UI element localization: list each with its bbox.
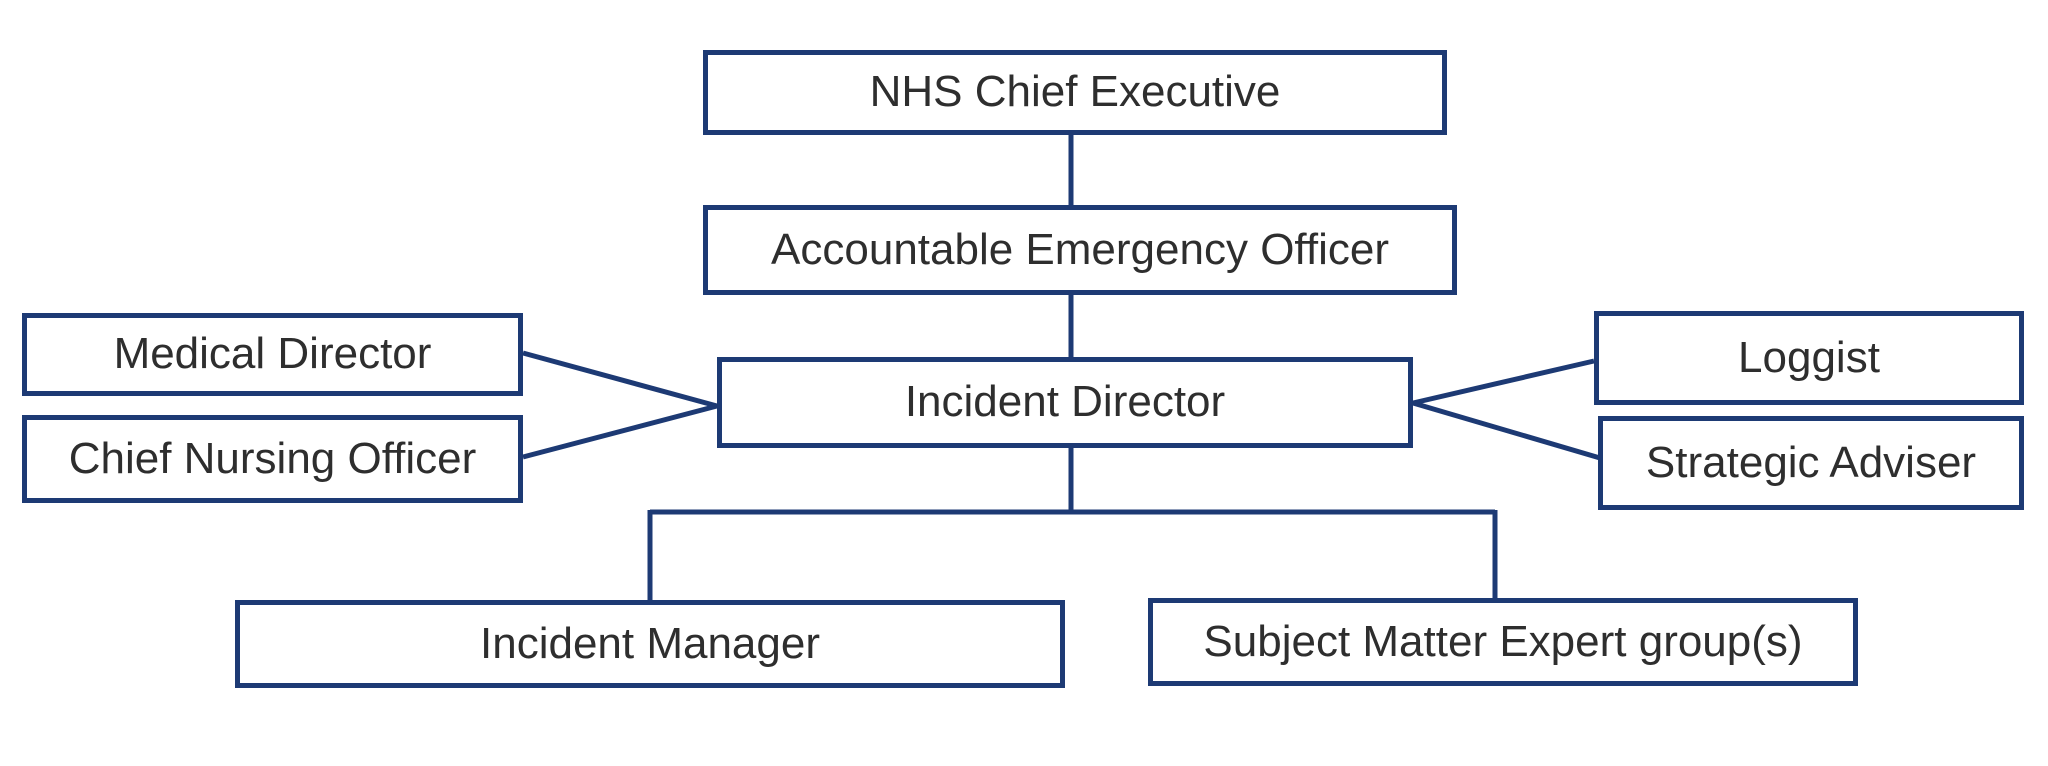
node-incident-director: Incident Director [717, 357, 1413, 448]
node-strategic-adviser-label: Strategic Adviser [1645, 437, 1977, 487]
node-loggist-label: Loggist [1738, 332, 1880, 382]
node-nhs-chief-executive-label: NHS Chief Executive [869, 67, 1281, 117]
connector-medical-director-diagonal [522, 350, 718, 409]
node-strategic-adviser: Strategic Adviser [1598, 416, 2024, 510]
node-nhs-chief-executive: NHS Chief Executive [703, 50, 1447, 135]
node-incident-manager-label: Incident Manager [480, 618, 820, 668]
node-medical-director-label: Medical Director [113, 329, 432, 379]
connector-strategic-adviser-diagonal [1412, 400, 1601, 461]
node-accountable-emergency-officer: Accountable Emergency Officer [703, 205, 1457, 295]
connector-loggist-diagonal [1412, 358, 1595, 406]
node-chief-nursing-officer-label: Chief Nursing Officer [68, 433, 477, 483]
node-sme-groups: Subject Matter Expert group(s) [1148, 598, 1858, 686]
node-medical-director: Medical Director [22, 313, 523, 396]
node-accountable-emergency-officer-label: Accountable Emergency Officer [771, 224, 1389, 274]
node-incident-director-label: Incident Director [904, 377, 1226, 427]
node-incident-manager: Incident Manager [235, 600, 1065, 688]
node-sme-groups-label: Subject Matter Expert group(s) [1203, 616, 1803, 666]
connector-chief-nursing-officer-diagonal [522, 403, 718, 460]
node-chief-nursing-officer: Chief Nursing Officer [22, 415, 523, 503]
node-loggist: Loggist [1594, 311, 2024, 405]
